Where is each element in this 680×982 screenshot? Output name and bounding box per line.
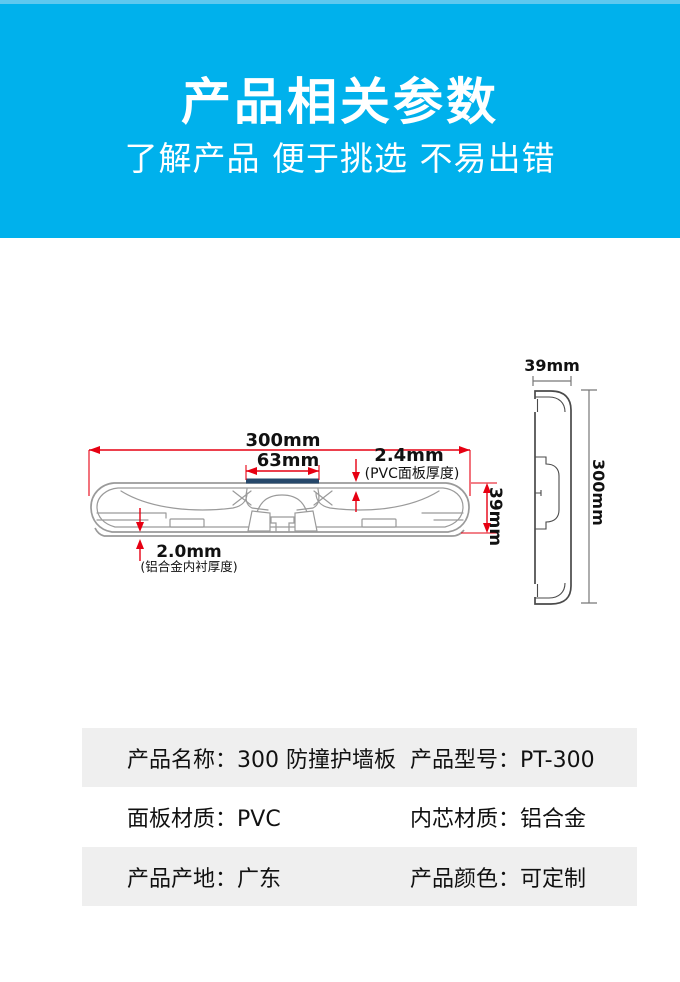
technical-diagram: 300mm 63mm 2.4mm (PVC面板厚度) 39mm bbox=[0, 340, 680, 640]
side-view-dimensions: 39mm 300mm bbox=[524, 356, 608, 604]
spec-row-materials: 面板材质：PVC 内芯材质：铝合金 bbox=[82, 787, 637, 847]
dim-alu-thickness-note: (铝合金内衬厚度) bbox=[140, 559, 237, 574]
page-subtitle: 了解产品 便于挑选 不易出错 bbox=[124, 139, 556, 178]
cross-section-dimensions: 300mm 63mm 2.4mm (PVC面板厚度) 39mm bbox=[88, 430, 505, 574]
spec-table: 产品名称：300 防撞护墙板 产品型号：PT-300 面板材质：PVC 内芯材质… bbox=[82, 728, 637, 906]
spec-row-name-model: 产品名称：300 防撞护墙板 产品型号：PT-300 bbox=[82, 728, 637, 787]
spec-core-material: 内芯材质：铝合金 bbox=[410, 807, 587, 832]
dim-panel-width: 63mm bbox=[257, 450, 320, 471]
dim-overall-width: 300mm bbox=[245, 430, 320, 451]
page-title: 产品相关参数 bbox=[181, 73, 499, 131]
spec-product-model: 产品型号：PT-300 bbox=[410, 747, 595, 773]
dim-profile-height: 39mm bbox=[485, 487, 505, 546]
spec-panel-material: 面板材质：PVC bbox=[127, 807, 281, 832]
banner-top-strip bbox=[0, 0, 680, 4]
spec-color-option: 产品颜色：可定制 bbox=[410, 866, 587, 892]
spec-origin: 产品产地：广东 bbox=[127, 866, 282, 892]
pvc-panel-strip bbox=[246, 478, 319, 484]
dim-side-depth: 39mm bbox=[524, 356, 580, 375]
side-view-drawing bbox=[532, 390, 572, 605]
spec-product-name: 产品名称：300 防撞护墙板 bbox=[127, 747, 396, 773]
dimension-drawing-svg: 300mm 63mm 2.4mm (PVC面板厚度) 39mm bbox=[88, 356, 608, 605]
spec-row-origin-color: 产品产地：广东 产品颜色：可定制 bbox=[82, 847, 637, 906]
dim-pvc-thickness: 2.4mm bbox=[374, 445, 443, 466]
cross-section-drawing bbox=[90, 478, 470, 537]
header-banner: 产品相关参数 了解产品 便于挑选 不易出错 bbox=[0, 0, 680, 238]
dim-pvc-thickness-note: (PVC面板厚度) bbox=[365, 466, 460, 482]
dim-side-height: 300mm bbox=[589, 459, 608, 526]
dim-alu-thickness: 2.0mm bbox=[156, 542, 222, 562]
